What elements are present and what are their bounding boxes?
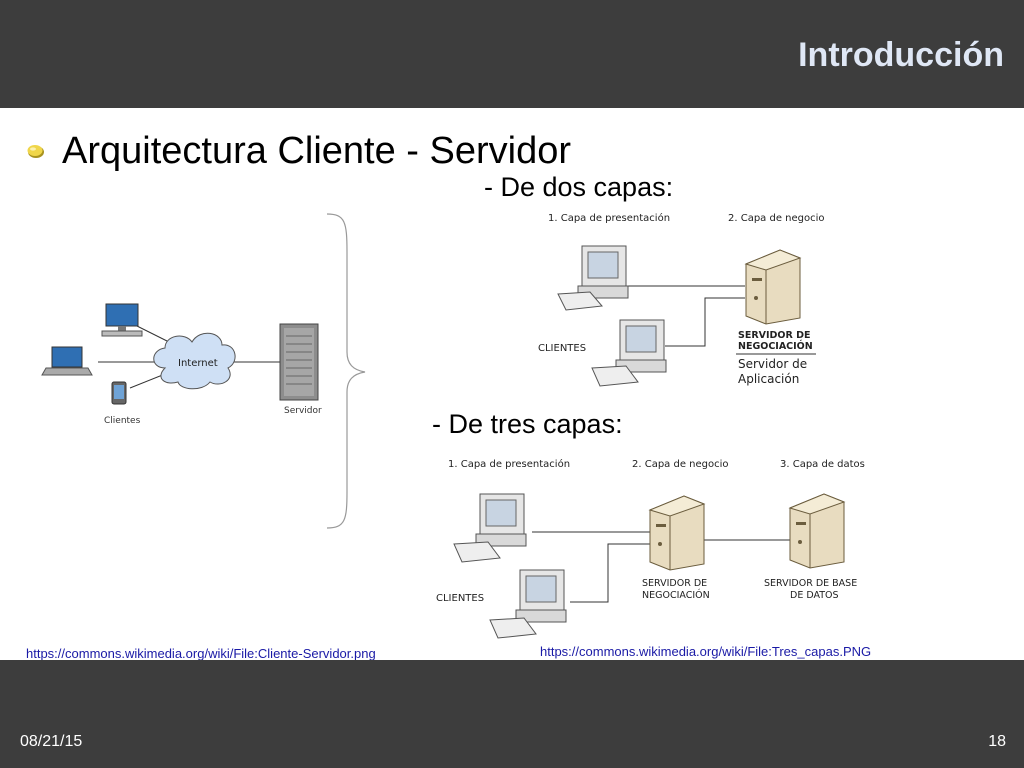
- footer-date: 08/21/15: [20, 733, 83, 750]
- two-tier-server-line2: NEGOCIACIÓN: [738, 340, 813, 352]
- source-link-three-tier[interactable]: https://commons.wikimedia.org/wiki/File:…: [540, 644, 872, 659]
- client-computer-icon: [489, 569, 567, 639]
- phone-icon: [111, 381, 127, 405]
- page-number: 18: [988, 733, 1006, 750]
- source-link-client-server[interactable]: https://commons.wikimedia.org/wiki/File:…: [26, 646, 376, 661]
- client-computer-icon: [591, 319, 667, 387]
- biz-server-line2: NEGOCIACIÓN: [642, 589, 710, 601]
- client-computer-icon: [557, 245, 629, 311]
- three-tier-label: - De tres capas:: [432, 409, 623, 439]
- three-tier-layer1: 1. Capa de presentación: [448, 458, 570, 470]
- slide-title: Introducción: [798, 36, 1004, 74]
- two-tier-clients: CLIENTES: [538, 343, 586, 354]
- two-tier-diagram: 1. Capa de presentación 2. Capa de negoc…: [538, 212, 825, 387]
- three-tier-diagram: 1. Capa de presentación 2. Capa de negoc…: [436, 458, 865, 639]
- biz-server-line1: SERVIDOR DE: [642, 578, 707, 589]
- app-server-line2: Aplicación: [738, 372, 799, 386]
- internet-cloud: [153, 332, 236, 390]
- two-tier-layer2: 2. Capa de negocio: [728, 213, 825, 224]
- database-server-icon: [788, 493, 846, 569]
- internet-label: Internet: [178, 358, 218, 369]
- main-heading: Arquitectura Cliente - Servidor: [62, 130, 571, 172]
- two-tier-layer1: 1. Capa de presentación: [548, 212, 670, 224]
- laptop-icon: [41, 346, 93, 376]
- business-server-icon: [744, 249, 802, 325]
- client-server-diagram: Internet Clientes Servidor: [41, 303, 322, 426]
- app-server-line1: Servidor de: [738, 357, 807, 371]
- header-bar: [0, 0, 1024, 108]
- footer-bar: [0, 660, 1024, 768]
- two-tier-label: - De dos capas:: [484, 172, 674, 202]
- three-tier-layer3: 3. Capa de datos: [780, 459, 865, 470]
- db-server-line1: SERVIDOR DE BASE: [764, 578, 857, 589]
- bullet-icon: [27, 145, 44, 158]
- curly-brace: [326, 213, 366, 529]
- three-tier-clients: CLIENTES: [436, 593, 484, 604]
- clients-label: Clientes: [104, 416, 141, 426]
- server-tower-icon: [279, 323, 319, 401]
- desktop-icon: [101, 303, 143, 337]
- client-computer-icon: [453, 493, 527, 563]
- db-server-line2: DE DATOS: [790, 590, 839, 601]
- three-tier-layer2: 2. Capa de negocio: [632, 459, 729, 470]
- server-label: Servidor: [284, 406, 322, 416]
- two-tier-server-line1: SERVIDOR DE: [738, 330, 811, 341]
- business-server-icon: [648, 495, 706, 571]
